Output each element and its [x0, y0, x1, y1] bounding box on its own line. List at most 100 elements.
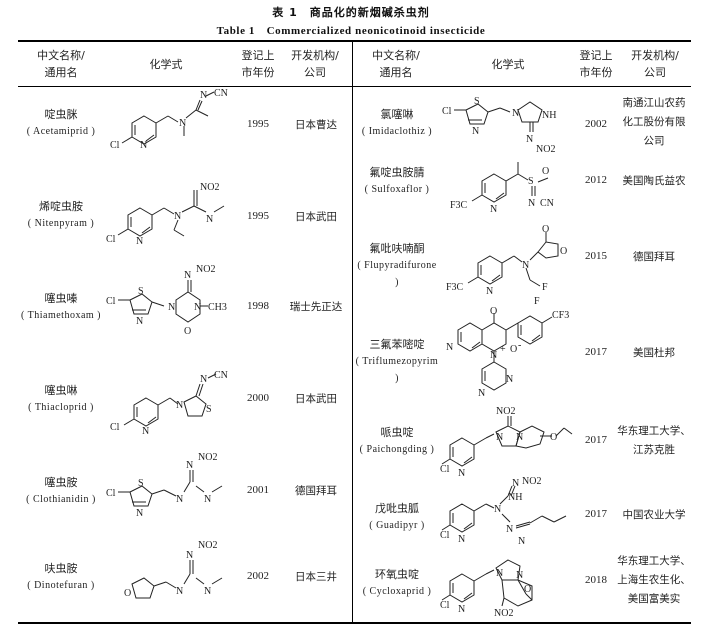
compound-name-sulfoxaflor: 氟啶虫胺腈( Sulfoxaflor ): [364, 166, 430, 195]
label-cl: Cl: [440, 600, 450, 611]
label-nh: NH: [508, 492, 522, 503]
header-year-left: 登记上市年份: [241, 49, 275, 79]
developer-dinotefuran: 日本三井: [295, 571, 337, 583]
header-name-right: 中文名称/通用名: [372, 49, 420, 79]
label-n: N: [512, 108, 519, 119]
label-n: N: [516, 432, 523, 443]
label-cl: Cl: [106, 296, 116, 307]
compound-name-clothianidin: 噻虫胺( Clothianidin ): [26, 476, 96, 505]
label-cl: Cl: [442, 106, 452, 117]
label-n: N: [204, 494, 211, 505]
label-ch3: CH3: [208, 302, 227, 313]
label-n: N: [458, 468, 465, 479]
label-n: N: [506, 374, 513, 385]
year-clothianidin: 2001: [247, 484, 269, 496]
label-n: N: [206, 214, 213, 225]
label-f: F: [542, 282, 548, 293]
year-cycloxaprid: 2018: [585, 574, 607, 586]
label-cn: CN: [214, 370, 228, 381]
label-cl: Cl: [110, 140, 120, 151]
label-f3c: F3C: [450, 200, 468, 211]
year-thiamethoxam: 1998: [247, 300, 269, 312]
label-n: N: [478, 388, 485, 399]
label-n: N: [184, 270, 191, 281]
table-column-divider: [352, 42, 353, 622]
developer-cycloxaprid: 华东理工大学、上海生农生化、美国富美实: [617, 555, 691, 605]
compound-name-triflumezopyrim: 三氟苯嘧啶( Triflumezopyrim ): [355, 338, 439, 384]
label-o: O: [510, 344, 517, 355]
structure-triflumezopyrim: N N O O + - CF3 N N: [446, 306, 569, 399]
label-n: N: [472, 126, 479, 137]
label-o: O: [124, 588, 131, 599]
label-n: N: [494, 504, 501, 515]
compound-name-nitenpyram: 烯啶虫胺( Nitenpyram ): [27, 200, 95, 229]
developer-acetamiprid: 日本曹达: [295, 119, 337, 131]
label-o: O: [560, 246, 567, 257]
label-f: F: [534, 296, 540, 307]
year-thiacloprid: 2000: [247, 392, 269, 404]
label-n: N: [186, 550, 193, 561]
structure-dinotefuran: O N N N NO2: [124, 540, 223, 599]
label-no2: NO2: [198, 540, 217, 551]
label-n: N: [496, 432, 503, 443]
compound-name-acetamiprid: 啶虫脒( Acetamiprid ): [26, 108, 96, 137]
label-n: N: [496, 568, 503, 579]
header-dev-left: 开发机构/公司: [291, 49, 339, 79]
label-n: N: [176, 494, 183, 505]
label-no2: NO2: [522, 476, 541, 487]
year-flupyradifurone: 2015: [585, 250, 607, 262]
label-n: N: [136, 236, 143, 247]
year-guadipyr: 2017: [585, 508, 607, 520]
label-n: N: [522, 260, 529, 271]
label-o: O: [550, 432, 557, 443]
year-imidaclothiz: 2002: [585, 118, 607, 130]
year-nitenpyram: 1995: [247, 210, 269, 222]
label-s: S: [474, 96, 480, 107]
label-n: N: [176, 586, 183, 597]
label-n: N: [194, 302, 201, 313]
year-acetamiprid: 1995: [247, 118, 269, 130]
year-triflumezopyrim: 2017: [585, 346, 607, 358]
label-n: N: [136, 316, 143, 327]
label-n: N: [168, 302, 175, 313]
label-minus: -: [518, 340, 521, 351]
label-n: N: [506, 524, 513, 535]
label-cl: Cl: [440, 530, 450, 541]
table-caption-en: Table 1 Commercialized neonicotinoid ins…: [216, 25, 486, 37]
compound-name-paichongding: 哌虫啶( Paichongding ): [359, 426, 435, 455]
developer-sulfoxaflor: 美国陶氏益农: [622, 175, 686, 187]
label-n: N: [186, 460, 193, 471]
compound-name-dinotefuran: 呋虫胺( Dinotefuran ): [27, 562, 95, 591]
developer-thiamethoxam: 瑞士先正达: [289, 301, 343, 313]
developer-clothianidin: 德国拜耳: [295, 485, 337, 497]
developer-imidaclothiz: 南通江山农药化工股份有限公司: [622, 97, 686, 147]
label-o: O: [524, 584, 531, 595]
label-f3c: F3C: [446, 282, 464, 293]
label-no2: NO2: [494, 608, 513, 619]
header-dev-right: 开发机构/公司: [631, 49, 679, 79]
label-cl: Cl: [110, 422, 120, 433]
structure-guadipyr: Cl N N N NH N NO2 N: [440, 476, 567, 547]
label-o: O: [542, 224, 549, 235]
structure-nitenpyram: Cl N N N NO2: [106, 182, 225, 247]
header-formula-right: 化学式: [491, 58, 525, 71]
label-n: N: [136, 508, 143, 519]
developer-thiacloprid: 日本武田: [295, 393, 337, 405]
structure-acetamiprid: Cl N N N CN: [110, 88, 228, 151]
label-n: N: [200, 90, 207, 101]
label-cl: Cl: [106, 234, 116, 245]
label-n: N: [174, 211, 181, 222]
structure-clothianidin: Cl S N N N N NO2: [106, 452, 223, 519]
label-cn: CN: [214, 88, 228, 99]
compound-name-cycloxaprid: 环氧虫啶( Cycloxaprid ): [362, 568, 432, 597]
structure-sulfoxaflor: F3C N S O N CN: [450, 162, 554, 215]
label-cf3: CF3: [552, 310, 569, 321]
label-n: N: [176, 400, 183, 411]
label-no2: NO2: [200, 182, 219, 193]
table-bottom-rule: [18, 622, 691, 624]
label-n: N: [518, 536, 525, 547]
label-n: N: [526, 134, 533, 145]
label-cl: Cl: [440, 464, 450, 475]
label-cn: CN: [540, 198, 554, 209]
compound-name-flupyradifurone: 氟吡呋喃酮( Flupyradifurone ): [357, 242, 437, 288]
